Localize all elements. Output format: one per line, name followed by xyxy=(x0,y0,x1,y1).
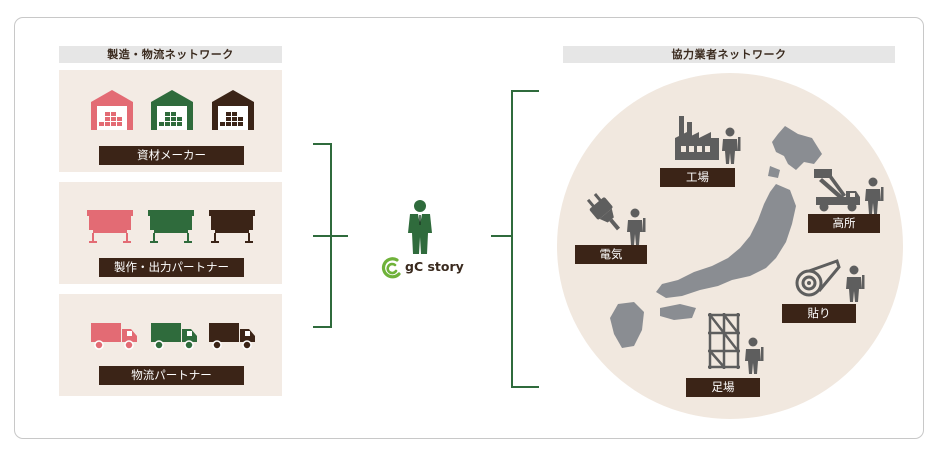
left-bracket-top xyxy=(313,143,332,145)
electric-label: 電気 xyxy=(575,245,647,264)
printer-icon xyxy=(87,210,133,243)
production-partner-label: 製作・出力パートナー xyxy=(99,258,244,277)
film-roll-icon xyxy=(795,259,841,297)
warehouse-icon xyxy=(151,90,193,130)
worker-icon xyxy=(865,177,884,214)
right-bracket-bottom xyxy=(511,386,539,388)
factory-label: 工場 xyxy=(660,168,735,187)
logistics-partner-panel: 物流パートナー xyxy=(59,294,282,396)
right-connector-line xyxy=(491,235,512,237)
printer-icon xyxy=(209,210,255,243)
logistics-partner-label: 物流パートナー xyxy=(99,366,244,385)
truck-icon xyxy=(151,323,197,350)
pasting-label: 貼り xyxy=(782,304,856,323)
warehouse-icon xyxy=(91,90,133,130)
plug-icon xyxy=(586,193,621,231)
gc-story-logo-icon xyxy=(381,257,401,279)
manufacturing-network-title: 製造・物流ネットワーク xyxy=(59,46,282,63)
factory-icon xyxy=(675,116,719,160)
japan-map-icon xyxy=(610,126,822,348)
worker-icon xyxy=(846,265,865,302)
warehouse-icon xyxy=(212,90,254,130)
scaffolding-label: 足場 xyxy=(686,378,760,397)
left-connector-line xyxy=(313,235,348,237)
worker-icon xyxy=(722,127,741,164)
left-bracket-bottom xyxy=(313,326,332,328)
material-maker-label: 資材メーカー xyxy=(99,146,244,165)
truck-icon xyxy=(91,323,137,350)
aerial-lift-truck-icon xyxy=(814,169,860,212)
gc-story-logo-text: gC story xyxy=(405,259,464,274)
person-icon xyxy=(408,200,432,254)
partner-network-title: 協力業者ネットワーク xyxy=(563,46,895,63)
right-bracket-top xyxy=(511,90,539,92)
truck-icon xyxy=(209,323,255,350)
right-bracket xyxy=(511,90,513,388)
aerial-work-label: 高所 xyxy=(808,214,880,233)
material-maker-panel: 資材メーカー xyxy=(59,70,282,172)
printer-icon xyxy=(148,210,194,243)
worker-icon xyxy=(745,337,764,374)
production-partner-panel: 製作・出力パートナー xyxy=(59,182,282,284)
worker-icon xyxy=(627,208,646,245)
scaffold-icon xyxy=(708,313,740,369)
